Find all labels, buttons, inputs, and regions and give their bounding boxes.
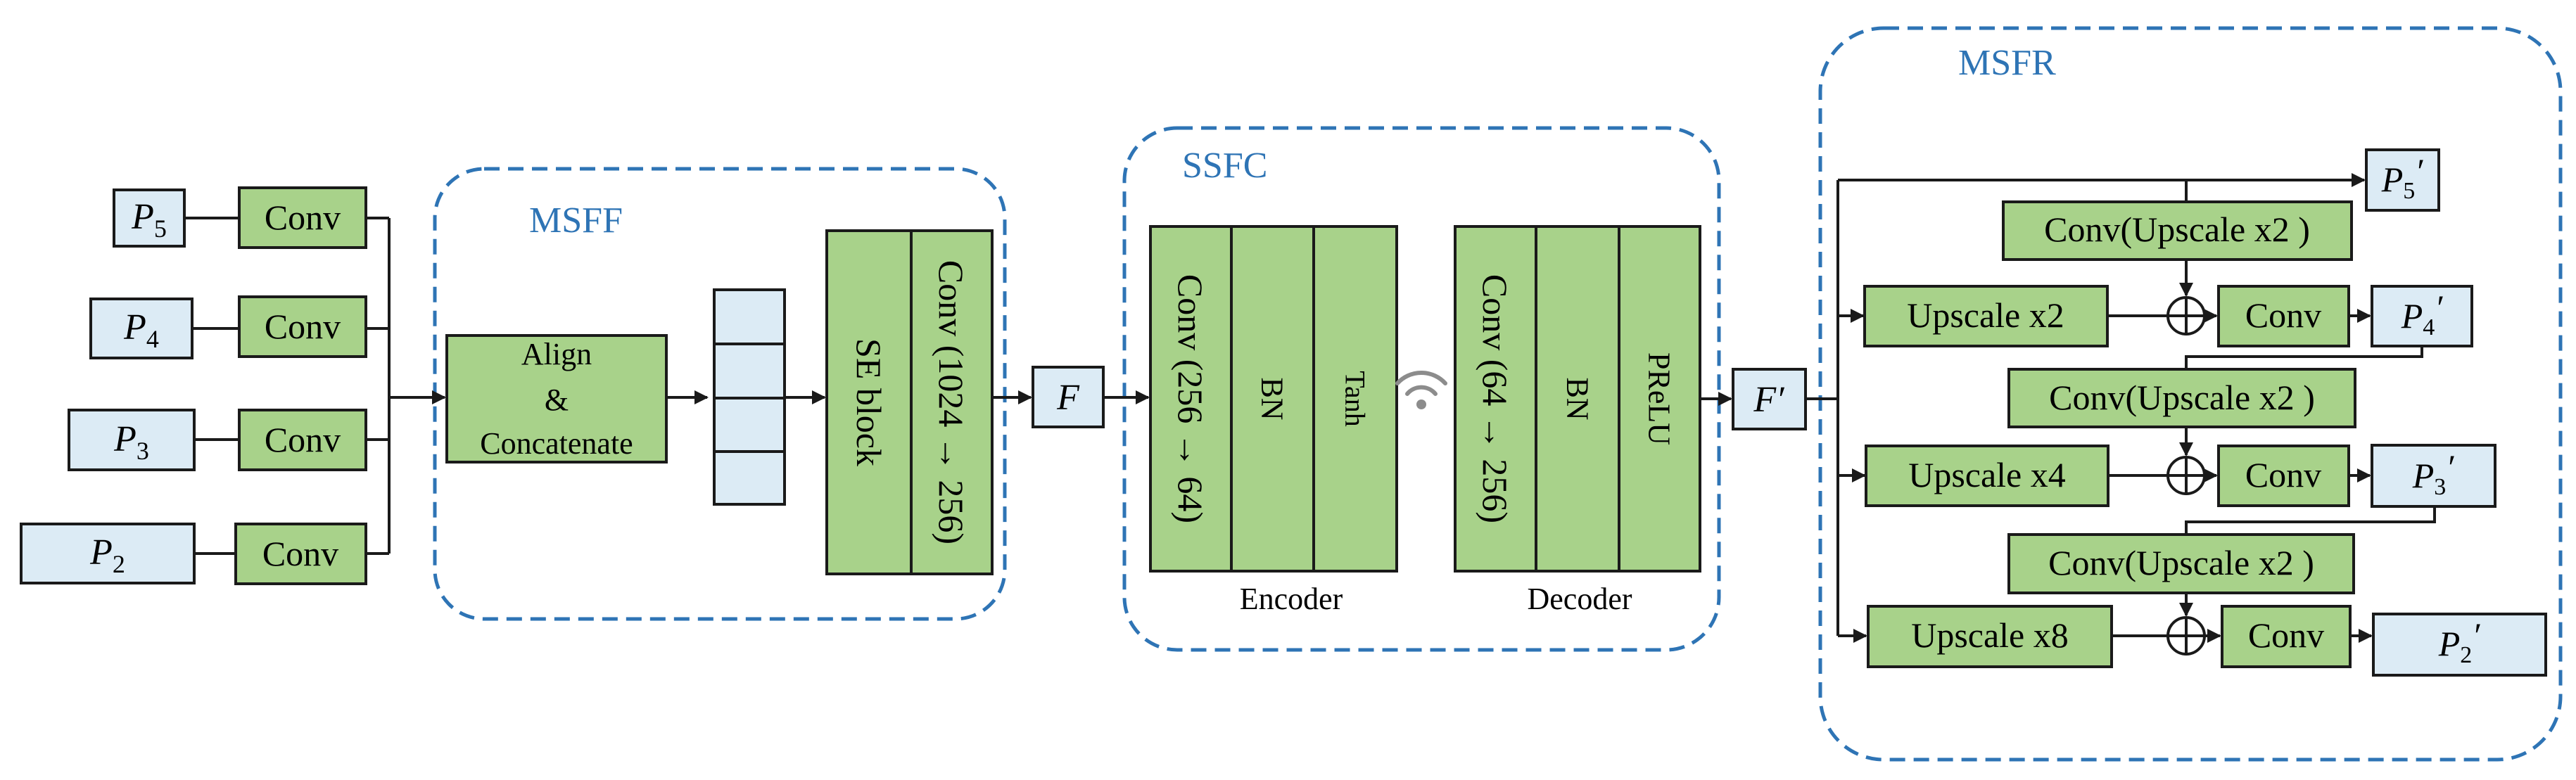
- output-p4-prime: P4′: [2371, 285, 2473, 347]
- se-block: SE block: [825, 229, 913, 575]
- svg-text:Upscale x4: Upscale x4: [1908, 455, 2066, 494]
- circle-plus-icon: [2166, 296, 2206, 335]
- align-concatenate-box: Align & Concatenate: [445, 334, 668, 463]
- input-p5: P5: [113, 188, 186, 248]
- svg-text:Conv: Conv: [262, 534, 338, 573]
- conv-box-p2: Conv: [234, 523, 367, 585]
- conv-upscale-box-3: Conv(Upscale x2 ): [2007, 533, 2355, 594]
- svg-text:F: F: [1056, 378, 1080, 418]
- conv-box-p4: Conv: [238, 295, 367, 358]
- svg-text:Conv (1024 → 256): Conv (1024 → 256): [932, 260, 971, 544]
- conv-1024-256-box: Conv (1024 → 256): [910, 229, 994, 575]
- svg-text:Concatenate: Concatenate: [480, 426, 633, 461]
- circle-plus-icon: [2166, 456, 2206, 495]
- conv-box-msfr-1: Conv: [2217, 285, 2350, 347]
- encoder-label: Encoder: [1240, 582, 1343, 616]
- ssfc-boundary: [1122, 126, 1721, 652]
- svg-text:Conv (256 → 64): Conv (256 → 64): [1171, 274, 1210, 523]
- svg-text:Align: Align: [521, 337, 592, 371]
- svg-text:P2′: P2′: [2438, 615, 2481, 668]
- conv-upscale-box-1: Conv(Upscale x2 ): [2002, 200, 2353, 261]
- svg-text:Conv: Conv: [2245, 455, 2321, 494]
- input-p2: P2: [20, 523, 196, 584]
- conv-box-p5: Conv: [238, 186, 367, 249]
- svg-text:BN: BN: [1255, 377, 1290, 420]
- upscale-x2-box: Upscale x2: [1863, 285, 2109, 347]
- conv-box-msfr-3: Conv: [2221, 605, 2352, 668]
- svg-text:Upscale x2: Upscale x2: [1907, 295, 2064, 335]
- svg-text:Conv (64 → 256): Conv (64 → 256): [1476, 274, 1515, 523]
- svg-text:Conv: Conv: [2245, 295, 2321, 335]
- svg-text:P5′: P5′: [2381, 151, 2424, 204]
- svg-text:Conv(Upscale x2 ): Conv(Upscale x2 ): [2049, 378, 2315, 417]
- decoder-block: Conv (64 → 256) BN PReLU: [1454, 225, 1701, 573]
- wifi-icon: [1395, 370, 1447, 409]
- input-p3: P3: [68, 409, 196, 471]
- svg-text:Tanh: Tanh: [1340, 371, 1371, 426]
- encoder-block: Conv (256 → 64) BN Tanh: [1149, 225, 1398, 573]
- svg-text:Upscale x8: Upscale x8: [1911, 615, 2069, 655]
- svg-text:Conv: Conv: [265, 307, 341, 346]
- svg-text:Conv: Conv: [265, 198, 341, 237]
- ssfc-title: SSFC: [1182, 146, 1267, 186]
- svg-text:P2: P2: [89, 532, 125, 578]
- conv-upscale-box-2: Conv(Upscale x2 ): [2007, 368, 2356, 428]
- svg-text:&: &: [545, 383, 569, 417]
- svg-text:P5: P5: [131, 197, 167, 243]
- svg-text:Conv: Conv: [265, 420, 341, 459]
- conv-box-p3: Conv: [238, 409, 367, 471]
- output-p2-prime: P2′: [2372, 613, 2547, 677]
- output-p3-prime: P3′: [2371, 444, 2496, 508]
- upscale-x8-box: Upscale x8: [1867, 605, 2113, 668]
- svg-text:BN: BN: [1561, 377, 1595, 420]
- svg-text:SE block: SE block: [849, 338, 889, 466]
- svg-text:P4: P4: [123, 307, 159, 353]
- svg-text:P3: P3: [113, 419, 149, 465]
- feature-f-box: F: [1032, 366, 1105, 428]
- msfr-boundary: [1818, 26, 2563, 762]
- svg-text:Conv(Upscale x2 ): Conv(Upscale x2 ): [2048, 543, 2314, 582]
- output-p5-prime: P5′: [2365, 148, 2440, 212]
- msff-title: MSFF: [529, 200, 623, 241]
- svg-text:PReLU: PReLU: [1642, 352, 1677, 445]
- decoder-label: Decoder: [1527, 582, 1632, 616]
- svg-text:Conv(Upscale x2 ): Conv(Upscale x2 ): [2044, 210, 2310, 249]
- svg-text:F′: F′: [1753, 380, 1785, 420]
- conv-box-msfr-2: Conv: [2217, 445, 2350, 507]
- svg-text:Conv: Conv: [2248, 615, 2324, 655]
- circle-plus-icon: [2166, 616, 2206, 656]
- upscale-x4-box: Upscale x4: [1865, 445, 2109, 507]
- msfr-title: MSFR: [1958, 43, 2056, 83]
- input-p4: P4: [89, 298, 193, 359]
- concatenated-feature-stack: [713, 288, 786, 506]
- svg-text:P3′: P3′: [2412, 447, 2455, 500]
- feature-f-prime-box: F′: [1732, 368, 1807, 430]
- svg-text:P4′: P4′: [2401, 288, 2444, 340]
